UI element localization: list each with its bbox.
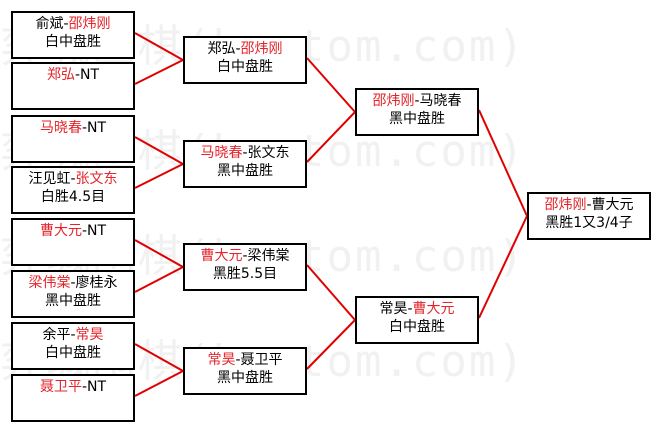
match-box-r2-3: 曹大元-梁伟棠黑胜5.5目 bbox=[183, 243, 307, 291]
bracket-connector bbox=[306, 57, 356, 113]
winner-name: 邵炜刚 bbox=[544, 197, 587, 213]
bracket-connector bbox=[134, 370, 184, 397]
player-name: -马晓春 bbox=[414, 93, 462, 109]
player-name: 俞斌- bbox=[35, 16, 69, 32]
match-players: 郑弘-NT bbox=[13, 66, 133, 84]
match-box-r1-4: 汪见虹-张文东白胜4.5目 bbox=[11, 166, 135, 214]
player-name: 常昊- bbox=[379, 301, 413, 317]
match-box-r2-4: 常昊-聂卫平黑中盘胜 bbox=[183, 347, 307, 395]
match-players: 梁伟棠-廖桂永 bbox=[13, 274, 133, 292]
bracket-connector bbox=[478, 215, 528, 319]
player-name: 郑弘- bbox=[207, 41, 241, 57]
match-result bbox=[13, 240, 133, 258]
bracket-connector bbox=[134, 136, 184, 165]
match-box-r3-2: 常昊-曹大元白中盘胜 bbox=[355, 296, 479, 344]
match-players: 常昊-聂卫平 bbox=[185, 351, 305, 369]
match-result: 白中盘胜 bbox=[45, 34, 101, 50]
match-players: 邵炜刚-曹大元 bbox=[529, 196, 649, 214]
bracket-connector bbox=[134, 239, 184, 268]
winner-name: 张文东 bbox=[75, 171, 118, 187]
match-players: 余平-常昊 bbox=[13, 326, 133, 344]
winner-name: 梁伟棠 bbox=[28, 275, 71, 291]
match-players: 曹大元-梁伟棠 bbox=[185, 247, 305, 265]
match-box-r1-1: 俞斌-邵炜刚白中盘胜 bbox=[11, 11, 135, 59]
match-box-r3-1: 邵炜刚-马晓春黑中盘胜 bbox=[355, 88, 479, 136]
winner-name: 曹大元 bbox=[39, 223, 82, 239]
match-players: 常昊-曹大元 bbox=[357, 300, 477, 318]
winner-name: 邵炜刚 bbox=[240, 41, 283, 57]
match-players: 曹大元-NT bbox=[13, 222, 133, 240]
player-name: -NT bbox=[81, 120, 107, 136]
player-name: 汪见虹- bbox=[28, 171, 76, 187]
match-box-r4-1: 邵炜刚-曹大元黑胜1又3/4子 bbox=[527, 192, 651, 240]
player-name: -NT bbox=[81, 379, 107, 395]
winner-name: 曹大元 bbox=[200, 248, 243, 264]
winner-name: 常昊 bbox=[207, 352, 236, 368]
match-players: 邵炜刚-马晓春 bbox=[357, 92, 477, 110]
player-name: -聂卫平 bbox=[235, 352, 283, 368]
match-result: 黑中盘胜 bbox=[217, 370, 273, 386]
match-box-r2-2: 马晓春-张文东黑中盘胜 bbox=[183, 140, 307, 188]
match-players: 俞斌-邵炜刚 bbox=[13, 15, 133, 33]
match-result bbox=[13, 396, 133, 414]
match-result bbox=[13, 137, 133, 155]
match-result: 黑中盘胜 bbox=[389, 111, 445, 127]
match-players: 郑弘-邵炜刚 bbox=[185, 40, 305, 58]
match-result: 黑中盘胜 bbox=[217, 163, 273, 179]
bracket-connector bbox=[478, 109, 528, 217]
player-name: -廖桂永 bbox=[70, 275, 118, 291]
bracket-connector bbox=[134, 163, 184, 189]
player-name: -NT bbox=[81, 223, 107, 239]
bracket-connector bbox=[134, 266, 184, 293]
match-players: 马晓春-张文东 bbox=[185, 144, 305, 162]
winner-name: 邵炜刚 bbox=[68, 16, 111, 32]
match-result: 白中盘胜 bbox=[45, 345, 101, 361]
match-box-r1-2: 郑弘-NT bbox=[11, 62, 135, 110]
match-box-r1-8: 聂卫平-NT bbox=[11, 374, 135, 422]
match-result: 白中盘胜 bbox=[217, 59, 273, 75]
match-box-r1-6: 梁伟棠-廖桂永黑中盘胜 bbox=[11, 270, 135, 318]
bracket-connector bbox=[306, 319, 356, 370]
match-result: 黑中盘胜 bbox=[45, 293, 101, 309]
bracket-connector bbox=[306, 111, 356, 163]
player-name: -NT bbox=[74, 67, 100, 83]
winner-name: 聂卫平 bbox=[39, 379, 82, 395]
bracket-connector bbox=[306, 264, 356, 321]
match-result: 白中盘胜 bbox=[389, 319, 445, 335]
match-players: 聂卫平-NT bbox=[13, 378, 133, 396]
winner-name: 常昊 bbox=[75, 327, 104, 343]
match-result: 黑胜1又3/4子 bbox=[545, 215, 633, 231]
player-name: -张文东 bbox=[242, 145, 290, 161]
winner-name: 邵炜刚 bbox=[372, 93, 415, 109]
match-box-r1-5: 曹大元-NT bbox=[11, 218, 135, 266]
bracket-connector bbox=[134, 32, 184, 61]
winner-name: 马晓春 bbox=[39, 120, 82, 136]
player-name: 余平- bbox=[42, 327, 76, 343]
bracket-connector bbox=[134, 59, 184, 85]
match-players: 汪见虹-张文东 bbox=[13, 170, 133, 188]
match-players: 马晓春-NT bbox=[13, 119, 133, 137]
match-box-r1-3: 马晓春-NT bbox=[11, 115, 135, 163]
winner-name: 曹大元 bbox=[412, 301, 455, 317]
match-result: 黑胜5.5目 bbox=[212, 266, 278, 282]
player-name: -曹大元 bbox=[586, 197, 634, 213]
winner-name: 马晓春 bbox=[200, 145, 243, 161]
winner-name: 郑弘 bbox=[46, 67, 75, 83]
bracket-connector bbox=[134, 343, 184, 372]
match-result: 白胜4.5目 bbox=[40, 189, 106, 205]
match-box-r1-7: 余平-常昊白中盘胜 bbox=[11, 322, 135, 370]
match-box-r2-1: 郑弘-邵炜刚白中盘胜 bbox=[183, 36, 307, 84]
player-name: -梁伟棠 bbox=[242, 248, 290, 264]
match-result bbox=[13, 84, 133, 102]
